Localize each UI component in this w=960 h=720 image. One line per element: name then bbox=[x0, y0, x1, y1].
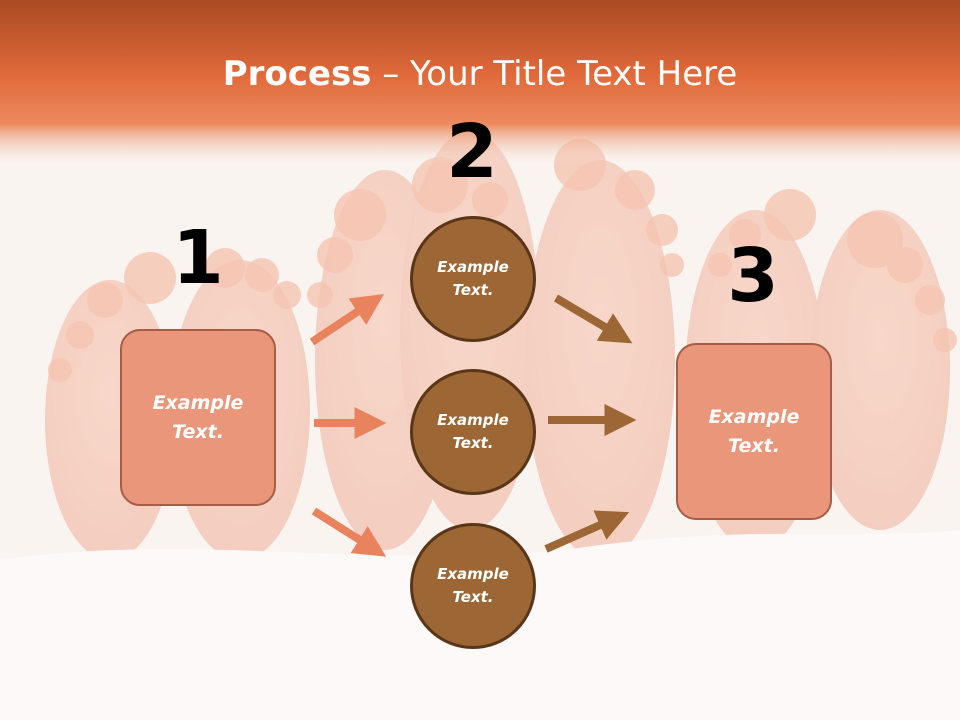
step-2-circle-top: Example Text. bbox=[410, 216, 536, 342]
arrow-2-bottom-to-3 bbox=[544, 510, 630, 553]
step-number-3: 3 bbox=[727, 233, 779, 319]
arrow-1-to-2-top bbox=[309, 294, 384, 346]
step-2-circle-bottom: Example Text. bbox=[410, 523, 536, 649]
step-2-circle-middle: Example Text. bbox=[410, 369, 536, 495]
step-1-box: Example Text. bbox=[120, 329, 276, 506]
title-bold: Process bbox=[222, 54, 372, 94]
step-2-label-bottom: Example Text. bbox=[437, 565, 509, 606]
arrow-1-to-2-bottom bbox=[311, 507, 387, 557]
arrow-2-top-to-3 bbox=[553, 294, 633, 344]
step-1-label: Example Text. bbox=[152, 391, 244, 443]
step-2-label-middle: Example Text. bbox=[437, 411, 509, 452]
step-number-2: 2 bbox=[446, 109, 498, 195]
step-3-label: Example Text. bbox=[708, 405, 800, 457]
slide-title: Process – Your Title Text Here bbox=[0, 52, 960, 96]
step-2-label-top: Example Text. bbox=[437, 258, 509, 299]
step-number-1: 1 bbox=[172, 215, 224, 301]
title-rest: – Your Title Text Here bbox=[371, 54, 738, 94]
step-3-box: Example Text. bbox=[676, 343, 832, 520]
